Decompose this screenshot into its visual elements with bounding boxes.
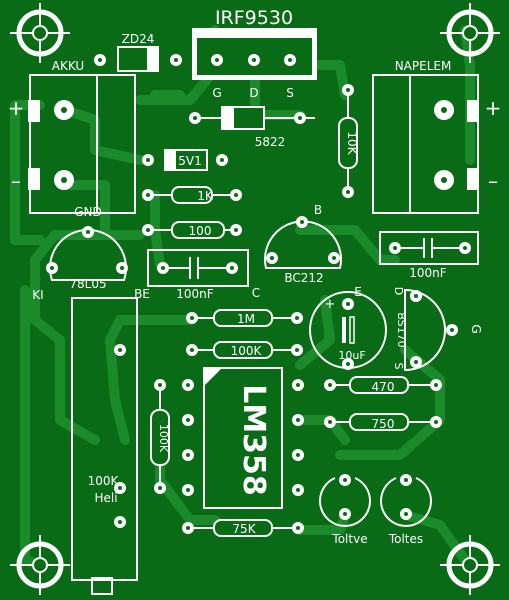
r100k-top-resistor: 100K xyxy=(186,341,303,359)
irf9530-mosfet: IRF9530 G D S xyxy=(192,7,317,100)
r100-resistor: 100 xyxy=(142,221,242,239)
led-toltes: Toltes xyxy=(380,474,432,546)
c10uf-plus-label: + xyxy=(325,297,336,312)
ki-label: KI xyxy=(32,288,43,302)
r470-resistor: 470 xyxy=(324,376,442,394)
akku-plus-label: + xyxy=(8,96,25,120)
pot-value-label: 100K xyxy=(88,474,120,488)
d5822-diode: 5822 xyxy=(189,106,315,149)
bs170-s-label: S xyxy=(392,363,405,370)
c100nf-right-label: 100nF xyxy=(409,266,447,280)
c10uf-e-label: E xyxy=(354,285,362,299)
mounting-hole-bottom-left xyxy=(10,535,70,595)
akku-minus-label: – xyxy=(11,169,21,193)
c100nf-left: 100nF xyxy=(147,249,249,301)
r100-label: 100 xyxy=(189,224,212,238)
bs170-mosfet: D BS170 S G xyxy=(392,287,483,372)
led-toltve: Toltve xyxy=(319,474,371,546)
r10k-resistor: 10K xyxy=(338,84,359,198)
d5v1-diode: 5V1 xyxy=(142,149,228,171)
led-toltes-label: Toltes xyxy=(388,532,423,546)
akku-connector: AKKU + – xyxy=(8,59,136,214)
reg-label: 78L05 xyxy=(69,277,106,291)
r1k-resistor: 1K xyxy=(142,186,242,204)
lm358-label: LM358 xyxy=(236,384,271,496)
zd24-label: ZD24 xyxy=(122,32,155,46)
bc212-b-label: B xyxy=(314,203,322,217)
napelem-minus-label: – xyxy=(488,169,498,193)
bs170-d-label: D xyxy=(392,287,405,295)
mounting-holes xyxy=(10,3,500,595)
reg78l05: GND 78L05 KI BE xyxy=(32,205,150,302)
d5v1-label: 5V1 xyxy=(178,154,201,168)
irf9530-label: IRF9530 xyxy=(215,7,293,29)
c10uf-label: 10uF xyxy=(338,349,365,362)
potentiometer-100k: 100K Heli xyxy=(71,297,138,595)
r100k-vertical-resistor: 100K xyxy=(150,379,170,494)
r1k-label: 1K xyxy=(197,189,214,203)
r1m-label: 1M xyxy=(237,312,255,326)
mounting-hole-bottom-right xyxy=(440,535,500,595)
bc212-label: BC212 xyxy=(284,271,323,285)
napelem-connector: NAPELEM + – xyxy=(372,59,502,214)
bs170-label: BS170 xyxy=(395,312,408,347)
mounting-hole-top-right xyxy=(440,3,500,63)
bs170-g-label: G xyxy=(469,324,483,333)
c100nf-right: 100nF xyxy=(379,231,479,280)
r750-label: 750 xyxy=(372,417,395,431)
be-label: BE xyxy=(134,287,150,301)
d5822-label: 5822 xyxy=(255,135,286,149)
c10uf-capacitor: E + 10uF xyxy=(309,285,387,370)
lm358-ic: LM358 xyxy=(182,367,304,509)
r10k-label: 10K xyxy=(345,131,359,155)
pot-name-label: Heli xyxy=(94,491,117,505)
r1m-resistor: 1M xyxy=(186,309,303,327)
zd24-diode: ZD24 xyxy=(94,32,182,72)
irf-source-label: S xyxy=(286,86,294,100)
bc212-transistor: B BC212 C xyxy=(252,203,342,300)
irf-drain-label: D xyxy=(249,86,258,100)
napelem-plus-label: + xyxy=(485,96,502,120)
r100k-top-label: 100K xyxy=(231,344,263,358)
r100k-vertical-label: 100K xyxy=(157,424,170,453)
r75k-resistor: 75K xyxy=(182,519,304,537)
akku-label: AKKU xyxy=(52,59,84,73)
c100nf-left-label: 100nF xyxy=(176,287,214,301)
mounting-hole-top-left xyxy=(10,3,70,63)
napelem-label: NAPELEM xyxy=(395,59,452,73)
bc212-c-label: C xyxy=(252,286,260,300)
r470-label: 470 xyxy=(372,380,395,394)
led-toltve-label: Toltve xyxy=(331,532,367,546)
gnd-label: GND xyxy=(74,205,102,219)
r750-resistor: 750 xyxy=(324,413,442,431)
irf-gate-label: G xyxy=(212,86,221,100)
r75k-label: 75K xyxy=(232,522,256,536)
